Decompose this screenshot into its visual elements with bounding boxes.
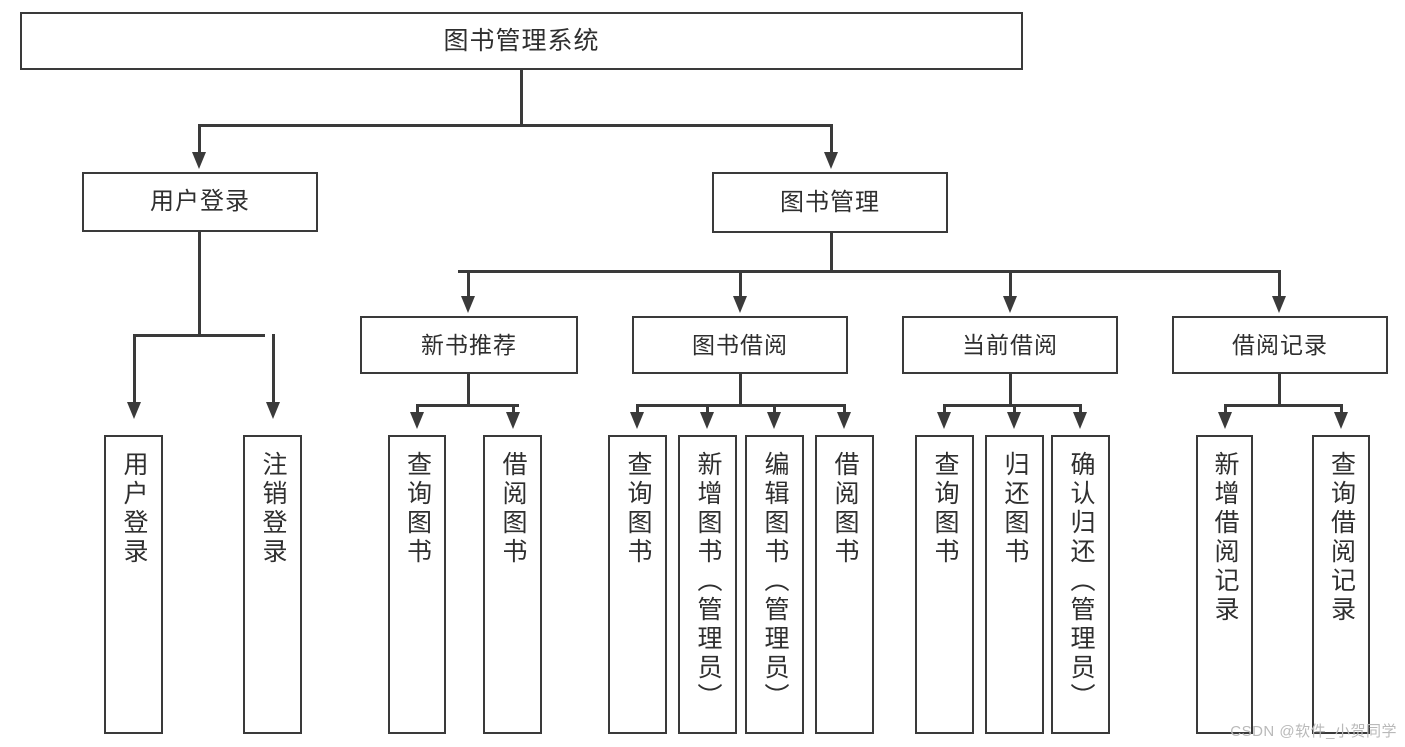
connector-drop-leaf-new-1	[416, 404, 419, 416]
leaf-borrow-record-add[interactable]: 新增借阅记录	[1196, 435, 1253, 734]
connector-root-bar	[198, 124, 832, 127]
connector-current-borrow-bar	[943, 404, 1080, 407]
arrowhead-leaf-user-login-1	[127, 402, 141, 419]
node-label: 借阅记录	[1232, 331, 1328, 358]
node-label: 借阅图书	[831, 451, 859, 567]
leaf-book-borrow-query[interactable]: 查询图书	[608, 435, 667, 734]
arrowhead-new-book	[461, 296, 475, 313]
node-label: 图书管理系统	[443, 26, 600, 55]
arrowhead-borrow-record	[1272, 296, 1286, 313]
leaf-book-borrow-edit[interactable]: 编辑图书（管理员）	[745, 435, 804, 734]
connector-drop-leaf-cur-2	[1013, 404, 1016, 416]
node-label: 新增借阅记录	[1211, 451, 1239, 625]
leaf-current-borrow-return[interactable]: 归还图书	[985, 435, 1044, 734]
connector-drop-new-book	[467, 270, 470, 300]
arrowhead-leaf-borrow-1	[630, 412, 644, 429]
connector-drop-leaf-user-login-2	[272, 334, 275, 404]
node-label: 归还图书	[1001, 451, 1029, 567]
node-label: 查询借阅记录	[1327, 451, 1356, 625]
arrowhead-leaf-borrow-3	[767, 412, 781, 429]
node-book-borrow[interactable]: 图书借阅	[632, 316, 848, 374]
node-label: 查询图书	[931, 451, 959, 567]
arrowhead-leaf-user-login-2	[266, 402, 280, 419]
connector-book-borrow-stem	[739, 374, 742, 406]
node-label: 新书推荐	[421, 331, 517, 358]
node-label: 用户登录	[150, 188, 250, 216]
arrowhead-leaf-cur-2	[1007, 412, 1021, 429]
node-user-login[interactable]: 用户登录	[82, 172, 318, 232]
leaf-new-book-query[interactable]: 查询图书	[388, 435, 446, 734]
connector-drop-leaf-borrow-3	[773, 404, 776, 416]
node-label: 用户登录	[120, 451, 148, 567]
connector-drop-book-borrow	[739, 270, 742, 300]
connector-borrow-record-bar	[1224, 404, 1342, 407]
connector-drop-leaf-borrow-4	[843, 404, 846, 416]
connector-borrow-record-stem	[1278, 374, 1281, 406]
node-label: 借阅图书	[499, 451, 527, 567]
leaf-current-borrow-confirm[interactable]: 确认归还（管理员）	[1051, 435, 1110, 734]
arrowhead-leaf-borrow-4	[837, 412, 851, 429]
connector-user-login-bar	[133, 334, 265, 337]
arrowhead-book-borrow	[733, 296, 747, 313]
connector-drop-leaf-borrow-2	[706, 404, 709, 416]
arrowhead-leaf-new-2	[506, 412, 520, 429]
arrowhead-book-manage	[824, 152, 838, 169]
arrowhead-leaf-rec-1	[1218, 412, 1232, 429]
arrowhead-user-login	[192, 152, 206, 169]
connector-user-login-stem	[198, 232, 201, 336]
arrowhead-leaf-new-1	[410, 412, 424, 429]
arrowhead-leaf-cur-3	[1073, 412, 1087, 429]
leaf-user-login-login[interactable]: 用户登录	[104, 435, 163, 734]
leaf-borrow-record-query[interactable]: 查询借阅记录	[1312, 435, 1370, 734]
node-label: 新增图书（管理员）	[694, 451, 722, 712]
node-label: 注销登录	[259, 451, 287, 567]
connector-drop-book-manage	[830, 124, 833, 154]
connector-new-book-stem	[467, 374, 470, 406]
node-label: 图书管理	[780, 188, 880, 216]
arrowhead-leaf-rec-2	[1334, 412, 1348, 429]
connector-drop-leaf-borrow-1	[636, 404, 639, 416]
node-borrow-record[interactable]: 借阅记录	[1172, 316, 1388, 374]
node-label: 当前借阅	[962, 331, 1058, 358]
node-root-system[interactable]: 图书管理系统	[20, 12, 1023, 70]
node-label: 查询图书	[624, 451, 652, 567]
leaf-book-borrow-add[interactable]: 新增图书（管理员）	[678, 435, 737, 734]
leaf-user-login-logout[interactable]: 注销登录	[243, 435, 302, 734]
node-label: 查询图书	[403, 451, 432, 567]
watermark-text: CSDN @软件_小贺同学	[1230, 723, 1397, 740]
arrowhead-leaf-borrow-2	[700, 412, 714, 429]
connector-drop-user-login	[198, 124, 201, 154]
connector-new-book-bar	[416, 404, 519, 407]
node-label: 编辑图书（管理员）	[761, 451, 789, 712]
node-book-management[interactable]: 图书管理	[712, 172, 948, 233]
connector-book-manage-stem	[830, 233, 833, 272]
node-current-borrow[interactable]: 当前借阅	[902, 316, 1118, 374]
connector-drop-leaf-rec-2	[1340, 404, 1343, 416]
connector-current-borrow-stem	[1009, 374, 1012, 406]
connector-drop-current-borrow	[1009, 270, 1012, 300]
connector-drop-leaf-rec-1	[1224, 404, 1227, 416]
leaf-current-borrow-query[interactable]: 查询图书	[915, 435, 974, 734]
node-label: 确认归还（管理员）	[1067, 451, 1095, 712]
connector-drop-borrow-record	[1278, 270, 1281, 300]
leaf-new-book-borrow[interactable]: 借阅图书	[483, 435, 542, 734]
connector-drop-leaf-cur-3	[1079, 404, 1082, 416]
node-label: 图书借阅	[692, 331, 788, 358]
connector-drop-leaf-cur-1	[943, 404, 946, 416]
connector-book-borrow-bar	[636, 404, 844, 407]
arrowhead-current-borrow	[1003, 296, 1017, 313]
arrowhead-leaf-cur-1	[937, 412, 951, 429]
connector-drop-leaf-new-2	[512, 404, 515, 416]
connector-drop-leaf-user-login-1	[133, 334, 136, 404]
connector-level2-bar	[458, 270, 1278, 273]
node-new-book-recommend[interactable]: 新书推荐	[360, 316, 578, 374]
connector-root-stem	[520, 70, 523, 125]
leaf-book-borrow-borrow[interactable]: 借阅图书	[815, 435, 874, 734]
